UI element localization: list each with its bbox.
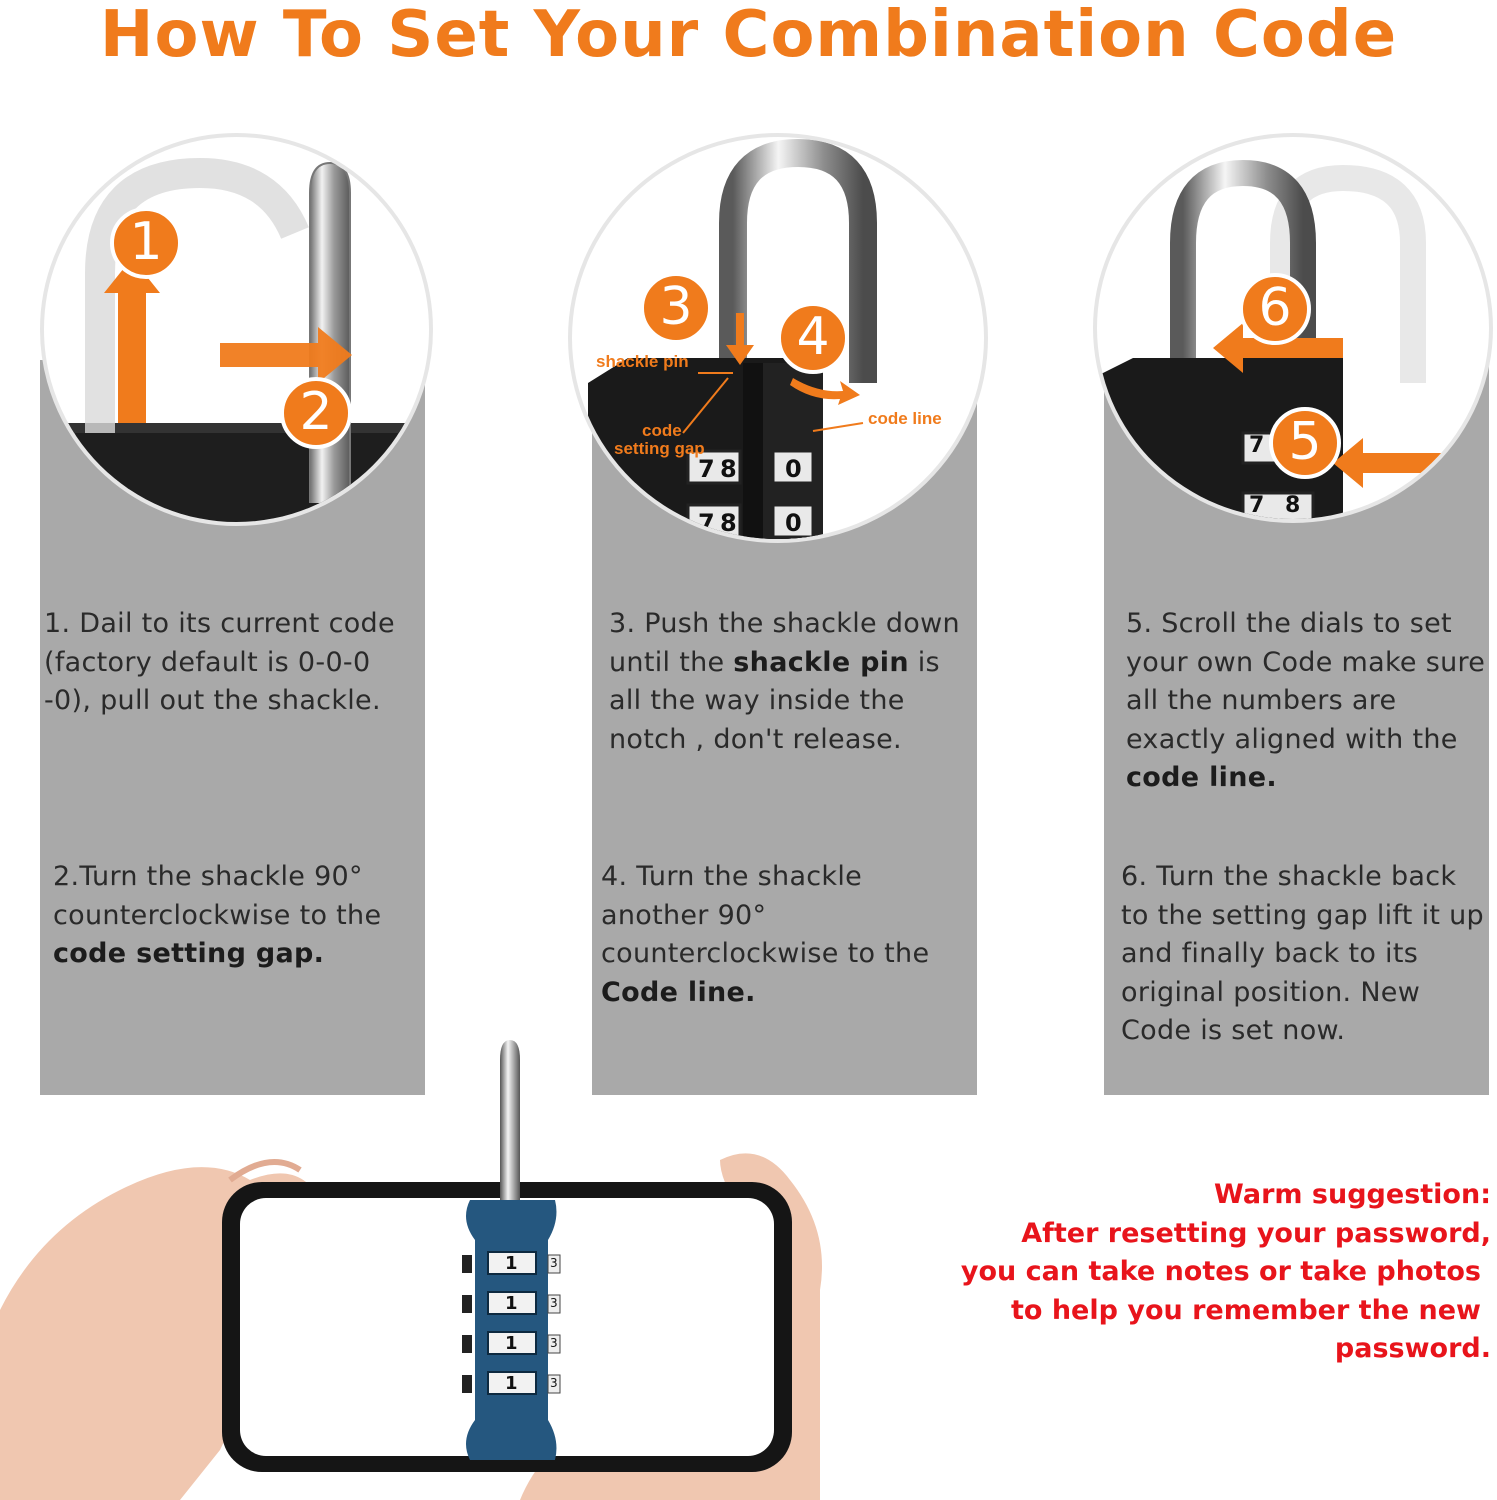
step-5-text: 5. Scroll the dials to set your own Code…: [1126, 608, 1486, 793]
dial-digit: 7: [1249, 493, 1265, 518]
callout-code: code: [642, 421, 682, 440]
illustration-circle-2: 3 4 shackle pin code setting gap code li…: [568, 133, 988, 543]
illustration-circle-1: 1 2: [40, 133, 433, 526]
arrow-icon: [1213, 323, 1343, 373]
lock-digit: 3: [550, 1376, 558, 1390]
dial-digit: 7: [1249, 433, 1265, 458]
arrow-icon: [104, 258, 160, 423]
lock-digit: 3: [550, 1256, 558, 1270]
step-4-text: 4. Turn the shackle another 90° counterc…: [601, 861, 930, 1008]
lock-digit: 1: [505, 1333, 518, 1354]
dial-digit: 0: [785, 455, 802, 483]
step-2-text: 2.Turn the shackle 90° counterclockwise …: [53, 861, 382, 969]
arrow-icon: [726, 313, 754, 365]
illustration-circle-3: 6 5 7 7 8: [1093, 133, 1493, 523]
step-1-text: 1. Dail to its current code (factory def…: [44, 608, 395, 716]
dial-digit: 8: [720, 455, 737, 483]
warm-suggestion-line: password.: [1334, 1333, 1491, 1364]
hands-holding-phone-illustration: [0, 1040, 822, 1500]
lock-digit: 1: [505, 1293, 518, 1314]
dial-digit: 8: [1285, 493, 1301, 518]
arrow-icon: [790, 378, 860, 405]
dial-digit: 7: [698, 455, 715, 483]
step-badge-2: 2: [280, 377, 352, 449]
arrow-icon: [220, 327, 352, 383]
padlock-illustration: [1097, 159, 1453, 519]
padlock-shackle-illustration: [44, 157, 429, 522]
callout-shackle-pin: shackle pin: [596, 352, 689, 371]
dial-row: [686, 449, 815, 539]
callout-setting-gap: setting gap: [614, 439, 705, 458]
step-3-text: 3. Push the shackle down until the shack…: [609, 608, 960, 755]
lock-digit: 3: [550, 1336, 558, 1350]
warm-suggestion-line: After resetting your password,: [1021, 1217, 1491, 1249]
step-badge-5: 5: [1269, 407, 1341, 479]
page-title: How To Set Your Combination Code: [99, 0, 1398, 72]
step-badge-1: 1: [110, 207, 182, 279]
step-badge-4: 4: [777, 302, 849, 374]
lock-digit: 1: [505, 1373, 518, 1394]
dial-digit: 8: [720, 509, 737, 537]
step-6-text: 6. Turn the shackle back to the setting …: [1121, 861, 1484, 1046]
padlock-illustration: [588, 138, 877, 539]
dial-digit: 7: [698, 509, 715, 537]
arrow-icon: [1333, 438, 1453, 488]
lock-digit: 1: [505, 1253, 518, 1274]
warm-suggestion-heading: Warm suggestion:: [1214, 1179, 1491, 1210]
step-badge-6: 6: [1239, 273, 1311, 345]
lock-digit: 3: [550, 1296, 558, 1310]
dial-digit: 0: [785, 509, 802, 537]
warm-suggestion: Warm suggestion: After resetting your pa…: [931, 1176, 1491, 1369]
callout-code-line: code line: [868, 409, 942, 428]
warm-suggestion-line: to help you remember the new: [1010, 1294, 1481, 1326]
warm-suggestion-line: you can take notes or take photos: [960, 1256, 1481, 1287]
blue-padlock-illustration: [462, 1200, 561, 1460]
step-badge-3: 3: [640, 272, 712, 344]
